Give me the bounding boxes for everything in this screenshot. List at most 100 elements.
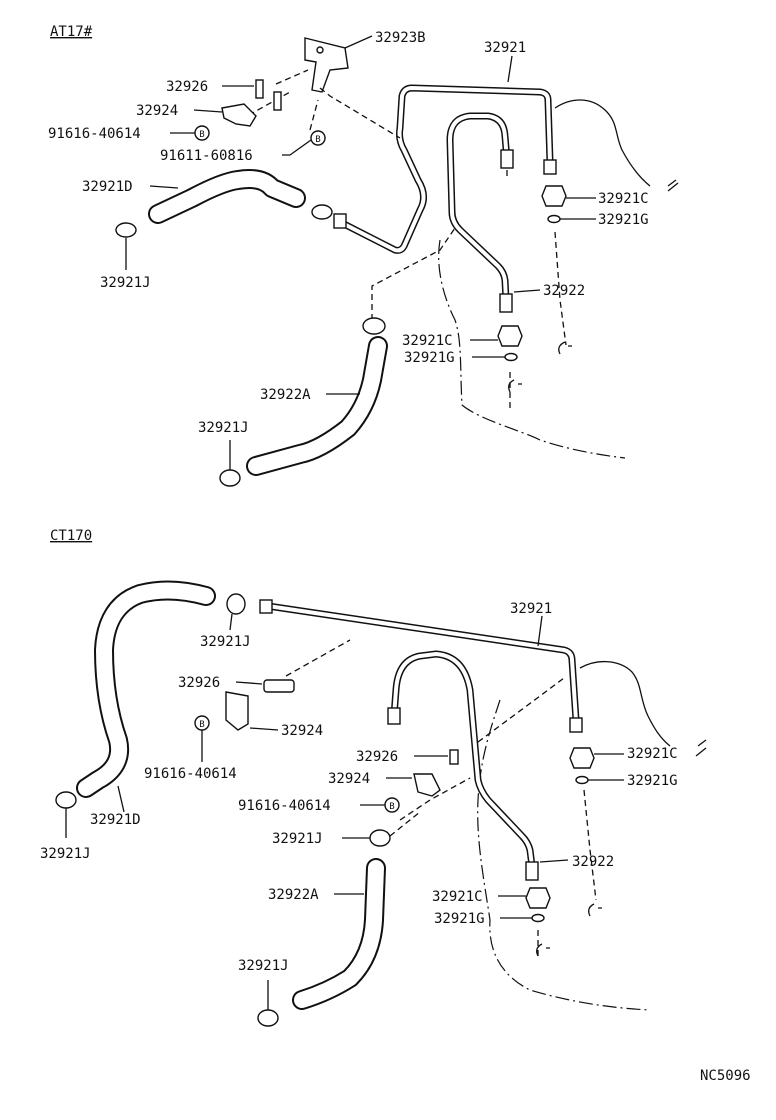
bracket-32923b [304,37,349,93]
label-32921c-ct-a: 32921C [627,746,678,762]
clamp-32924 [221,103,257,127]
union-32921c-b [497,325,523,347]
clamp-32924-ct-b [413,773,441,797]
leader-32921-ct [537,615,543,647]
leader-32924 [193,109,223,113]
hose-32922a-inner [248,338,386,474]
tick-32921c-ct-a [695,747,707,757]
engine-outline-dashed [438,239,626,459]
label-32926-ct-b: 32926 [356,749,398,765]
label-32921c-a: 32921C [598,191,649,207]
leader-32921d-ct [117,785,125,813]
label-32921j-ct-d: 32921J [238,958,289,974]
label-32922-ct: 32922 [572,854,614,870]
hose-clamp-32921j [115,222,137,238]
bracket-hole [316,46,324,54]
clip-32926-b [273,91,282,111]
label-91616-ct-b: 91616-40614 [238,798,331,814]
label-32926: 32926 [166,79,208,95]
hose-clamp-ct-d [257,1009,279,1027]
dash-union-a [554,231,567,346]
fitting-hook-ct-b [536,943,550,957]
label-91616-40614: 91616-40614 [48,126,141,142]
union-32921c-a [541,185,567,207]
label-91616-ct-a: 91616-40614 [144,766,237,782]
hose-clamp-ct-b [55,791,77,809]
pipe-32922-ct-nut [525,861,539,881]
hose-clamp-ct-c [369,829,391,847]
label-32921j-ct-b: 32921J [40,846,91,862]
leader-32922-ct [539,859,569,863]
figure-code: NC5096 [700,1068,751,1084]
leader-32926-ct-a [235,681,263,685]
hose-clamp-32921j-b [219,469,241,487]
hose-clamp [311,204,333,220]
pipe-32921-end [333,213,347,229]
fitting-hook-a [558,341,572,355]
label-32924: 32924 [136,103,178,119]
label-32921j-ct-c: 32921J [272,831,323,847]
bracket-32924-ct-a [225,691,249,731]
engine-outline-2-tick [697,739,707,747]
label-32921j-ct-a: 32921J [200,634,251,650]
label-32921j-a: 32921J [100,275,151,291]
engine-outline [554,99,651,187]
dash-union-ct-a [583,789,597,901]
leader-32921j-ct-a [229,613,233,631]
leader-32922 [513,289,541,293]
label-32922a: 32922A [260,387,311,403]
hose-32921d-inner [150,171,304,222]
engine-outline-2-dashed [477,699,651,1011]
label-32924-ct-a: 32924 [281,723,323,739]
union-32921c-ct-a [569,747,595,769]
bolt-91611-marker [310,130,326,146]
section-at17: AT17# 32923B 32921 32922 [48,24,679,487]
leader-32921 [507,55,513,83]
dash-clip-pipe-ct [285,639,351,677]
gasket-32921g-ct-b [531,913,545,923]
label-32921d: 32921D [82,179,133,195]
leader-32923b [344,35,373,49]
label-32921d-ct: 32921D [90,812,141,828]
tick-32921c-a [667,182,679,192]
leader-91611 [282,139,312,156]
dash-hose-pipe [371,227,456,320]
leader-32924-ct-a [249,727,279,731]
label-32921g-ct-a: 32921G [627,773,678,789]
pipe-32922-end [500,149,514,169]
section-header-at17: AT17# [50,24,93,40]
pipe-32921-ct-end [259,599,273,614]
label-91611-60816: 91611-60816 [160,148,253,164]
clip-32926-ct-b [449,749,459,765]
union-32921c-ct-b [525,887,551,909]
label-32921-ct: 32921 [510,601,552,617]
dash-clamp-pipe-ct [389,811,421,837]
bolt-marker-text-b: B [315,135,320,145]
fitting-hook-ct-a [588,903,602,917]
label-32922a-ct: 32922A [268,887,319,903]
hose-clamp-ct-a [226,593,246,615]
gasket-32921g-a [547,214,561,224]
bolt-marker-text-ct-b: B [389,802,394,812]
pipe-32921-ct-nut [569,717,583,733]
clip-32926-ct-a [263,679,295,693]
label-32921c-ct-b: 32921C [432,889,483,905]
label-32922: 32922 [543,283,585,299]
clip-32926 [255,79,264,99]
label-32921: 32921 [484,40,526,56]
label-32921g-b: 32921G [404,350,455,366]
pipe-32921 [336,84,554,254]
engine-outline-tick [667,179,677,187]
hose-clamp-upper [362,317,386,335]
label-32926-ct-a: 32926 [178,675,220,691]
pipe-32922-inner [448,114,509,302]
label-32921c-b: 32921C [402,333,453,349]
dash-clip-bracket [275,69,309,85]
bolt-marker-text-ct-a: B [199,720,204,730]
gasket-32921g-ct-a [575,775,589,785]
fitting-hook-b [508,379,522,393]
pipe-32921-nut [543,159,557,175]
gasket-32921g-b [504,352,518,362]
section-ct170: CT170 32921 32922 32921D 329 [40,528,707,1027]
